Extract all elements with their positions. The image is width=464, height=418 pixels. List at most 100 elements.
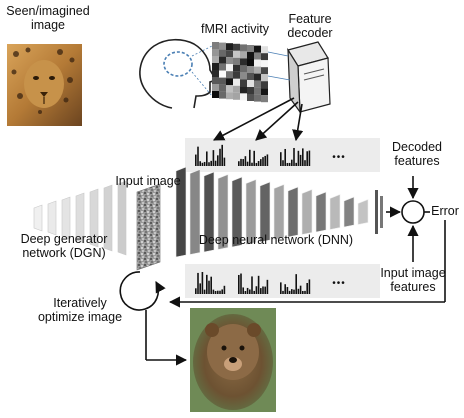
dgn-label-line1: Deep generator — [20, 232, 108, 246]
dnn-layer — [175, 166, 187, 258]
fmri-voxel — [233, 71, 240, 79]
seen-image-label-line2: image — [30, 18, 66, 32]
fmri-voxel — [240, 44, 247, 52]
fmri-voxel — [226, 50, 233, 58]
dnn-layers — [175, 166, 383, 258]
fmri-voxel — [226, 92, 233, 100]
fmri-voxel — [226, 64, 233, 72]
feature-bar — [291, 289, 293, 294]
fmri-voxel — [247, 52, 254, 59]
dnn-layer — [287, 186, 299, 238]
decoded-feature-bars — [195, 144, 311, 166]
fmri-voxel — [254, 87, 261, 95]
feature-bar — [214, 160, 217, 166]
feature-bar — [203, 289, 206, 294]
dgn-layer — [117, 180, 127, 256]
feature-bar — [223, 285, 226, 294]
feature-bar — [257, 161, 260, 166]
fmri-voxel — [219, 42, 226, 50]
feature-bar — [221, 144, 223, 166]
dnn-layer — [189, 169, 201, 255]
input-image-features-label-line2: features — [390, 280, 436, 294]
feature-decoder-label-line1: Feature — [288, 12, 332, 26]
reconstructed-image — [190, 308, 276, 412]
feature-bar — [240, 273, 242, 294]
fmri-voxel — [247, 66, 254, 73]
fmri-voxel — [212, 42, 219, 49]
fmri-voxel — [212, 63, 219, 70]
dnn-layer — [301, 189, 313, 235]
feature-bar — [280, 152, 282, 166]
feature-decoder-label-line2: decoder — [287, 26, 333, 40]
fmri-label: fMRI activity — [200, 22, 270, 36]
fmri-voxel — [212, 70, 219, 77]
fmri-voxel — [254, 80, 261, 88]
fmri-voxel — [247, 45, 254, 52]
feature-bar — [206, 151, 208, 166]
dnn-layer — [203, 171, 215, 253]
feature-bar — [288, 290, 291, 294]
dnn-output-layer — [375, 190, 378, 234]
feature-bar — [286, 162, 289, 166]
feature-bar — [295, 274, 297, 294]
fmri-voxel — [240, 79, 247, 87]
feature-bar — [253, 150, 255, 166]
dgn-label-line2: network (DGN) — [22, 246, 106, 260]
feature-bar — [266, 279, 269, 294]
feature-bar — [304, 160, 306, 166]
feature-decoder-label: Feature decoder — [282, 12, 338, 40]
decoder-output-arrows — [213, 97, 304, 142]
feature-bar — [246, 287, 249, 294]
feature-bar — [302, 290, 304, 294]
feature-bar — [295, 162, 297, 166]
decoded-features-label-line1: Decoded — [391, 140, 443, 154]
feature-bar — [210, 276, 212, 294]
feature-bar — [244, 291, 247, 294]
fmri-voxel — [261, 67, 268, 75]
error-label: Error — [431, 204, 459, 218]
feature-bar — [302, 148, 304, 166]
fmri-voxel — [226, 43, 233, 51]
feature-bar — [217, 155, 219, 166]
fmri-to-decoder-lines — [267, 51, 291, 81]
input-image-label: Input image — [115, 174, 181, 188]
fmri-activity-grid — [212, 42, 268, 103]
feature-bar — [212, 150, 215, 166]
fmri-voxel — [261, 88, 268, 96]
fmri-voxel — [212, 49, 219, 56]
feature-bar — [199, 283, 201, 294]
fmri-voxel — [219, 49, 226, 57]
decoded-ellipsis: ••• — [332, 152, 346, 163]
feature-bar — [208, 162, 210, 166]
feature-bar — [286, 287, 289, 294]
feature-bar — [308, 279, 311, 294]
feature-bar — [304, 290, 306, 294]
feature-bar — [306, 283, 308, 294]
fmri-voxel — [240, 72, 247, 80]
dnn-layer — [259, 181, 271, 243]
feature-bar — [208, 280, 210, 294]
feature-bar — [293, 289, 295, 294]
fmri-voxel — [219, 91, 226, 99]
feature-bar — [253, 290, 255, 294]
fmri-voxel — [233, 43, 240, 51]
fmri-connection-lines — [191, 45, 213, 97]
optimize-label-line1: Iteratively — [53, 296, 107, 310]
decoded-features-band — [185, 138, 380, 172]
feature-bar — [240, 158, 242, 166]
leopard-image — [7, 44, 82, 126]
feature-bar — [203, 161, 206, 166]
feature-bar — [284, 148, 286, 166]
feature-bar — [201, 272, 204, 294]
feature-bar — [297, 150, 300, 166]
feature-bar — [244, 156, 247, 166]
feature-bar — [221, 289, 223, 294]
feature-bar — [246, 161, 249, 166]
feature-bar — [260, 159, 262, 166]
human-head-icon — [139, 38, 218, 109]
feature-bar — [195, 154, 197, 166]
fmri-voxel — [247, 94, 254, 101]
feature-bar — [264, 286, 266, 294]
feature-bar — [251, 276, 253, 294]
dnn-layer — [231, 176, 243, 248]
